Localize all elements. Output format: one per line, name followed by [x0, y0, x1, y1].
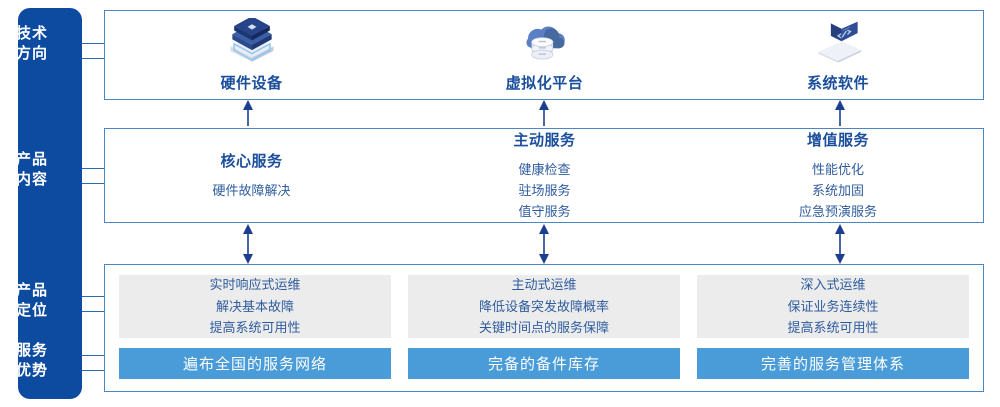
- positioning-line: 实时响应式运维: [209, 276, 301, 292]
- positioning-line: 提高系统可用性: [209, 320, 301, 336]
- rail-label-product-position: 产品 定位: [0, 281, 64, 322]
- tech-item-label: 硬件设备: [220, 74, 283, 92]
- rail-label-line2: 方向: [15, 45, 48, 63]
- positioning-card-indepth[interactable]: 深入式运维 保证业务连续性 提高系统可用性: [697, 275, 969, 338]
- positioning-card-proactive[interactable]: 主动式运维 降低设备突发故障概率 关键时间点的服务保障: [408, 275, 680, 338]
- tech-item-virtualization[interactable]: 虚拟化平台: [398, 11, 691, 99]
- arrow-up-system-software: [832, 100, 848, 132]
- tech-item-system-software[interactable]: 系统软件: [691, 11, 985, 99]
- positioning-line: 深入式运维: [800, 276, 866, 292]
- connector-line: [82, 168, 104, 169]
- connector-line: [82, 43, 104, 44]
- content-group-item: 驻场服务: [518, 182, 571, 198]
- arrow-up-virtualization: [536, 100, 552, 132]
- connector-line: [82, 370, 104, 371]
- arrow-double-proactive: [536, 224, 552, 269]
- connector-line: [82, 183, 104, 184]
- content-group-item: 硬件故障解决: [212, 182, 291, 198]
- cloud-database-icon: [516, 18, 574, 68]
- rail-label-product-content: 产品 内容: [0, 150, 64, 191]
- tech-item-label: 虚拟化平台: [505, 74, 584, 92]
- server-stack-icon: [223, 15, 281, 68]
- content-group-item: 值守服务: [518, 204, 571, 220]
- positioning-line: 关键时间点的服务保障: [478, 320, 609, 336]
- category-rail: [18, 8, 82, 399]
- positioning-advantage-panel: 实时响应式运维 解决基本故障 提高系统可用性 主动式运维 降低设备突发故障概率 …: [104, 264, 984, 392]
- tech-item-label: 系统软件: [806, 74, 869, 92]
- laptop-code-icon: [809, 18, 867, 68]
- advantage-bar-service-network[interactable]: 遍布全国的服务网络: [119, 348, 391, 379]
- content-group-title: 增值服务: [806, 131, 869, 149]
- arrow-double-core: [240, 224, 256, 269]
- rail-label-tech-direction: 技术 方向: [0, 24, 64, 65]
- connector-line: [82, 296, 104, 297]
- advantage-bar-management-system[interactable]: 完善的服务管理体系: [697, 348, 969, 379]
- product-content-panel: 核心服务 硬件故障解决 主动服务 健康检查 驻场服务 值守服务 增值服务 性能优…: [104, 128, 984, 223]
- rail-label-line1: 技术: [15, 25, 48, 42]
- rail-label-line1: 产品: [15, 151, 48, 168]
- positioning-line: 保证业务连续性: [787, 298, 879, 314]
- positioning-card-realtime[interactable]: 实时响应式运维 解决基本故障 提高系统可用性: [119, 275, 391, 338]
- arrow-up-hardware: [240, 100, 256, 132]
- connector-line: [82, 311, 104, 312]
- rail-label-line1: 产品: [15, 282, 48, 299]
- positioning-line: 主动式运维: [511, 276, 577, 292]
- connector-line: [82, 58, 104, 59]
- advantage-label: 遍布全国的服务网络: [182, 356, 327, 373]
- advantage-label: 完备的备件库存: [487, 356, 600, 373]
- content-group-title: 核心服务: [220, 152, 283, 170]
- positioning-line: 解决基本故障: [215, 298, 294, 314]
- rail-label-line2: 优势: [15, 362, 48, 380]
- content-group-value-added-service[interactable]: 增值服务 性能优化 系统加固 应急预演服务: [691, 129, 985, 222]
- content-group-core-service[interactable]: 核心服务 硬件故障解决: [105, 129, 398, 222]
- rail-label-service-advantage: 服务 优势: [0, 341, 64, 382]
- rail-label-line2: 内容: [15, 171, 48, 189]
- content-group-item: 系统加固: [811, 182, 864, 198]
- rail-label-line1: 服务: [15, 342, 48, 359]
- tech-direction-panel: 硬件设备 虚拟化平台: [104, 10, 984, 100]
- rail-label-line2: 定位: [15, 302, 48, 320]
- content-group-proactive-service[interactable]: 主动服务 健康检查 驻场服务 值守服务: [398, 129, 691, 222]
- connector-line: [82, 355, 104, 356]
- tech-item-hardware[interactable]: 硬件设备: [105, 11, 398, 99]
- content-group-item: 应急预演服务: [798, 204, 877, 220]
- positioning-line: 提高系统可用性: [787, 320, 879, 336]
- advantage-bar-spare-parts[interactable]: 完备的备件库存: [408, 348, 680, 379]
- content-group-item: 性能优化: [811, 161, 864, 177]
- arrow-double-value-added: [832, 224, 848, 269]
- positioning-line: 降低设备突发故障概率: [478, 298, 609, 314]
- content-group-title: 主动服务: [513, 131, 576, 149]
- advantage-label: 完善的服务管理体系: [760, 356, 905, 373]
- content-group-item: 健康检查: [518, 161, 571, 177]
